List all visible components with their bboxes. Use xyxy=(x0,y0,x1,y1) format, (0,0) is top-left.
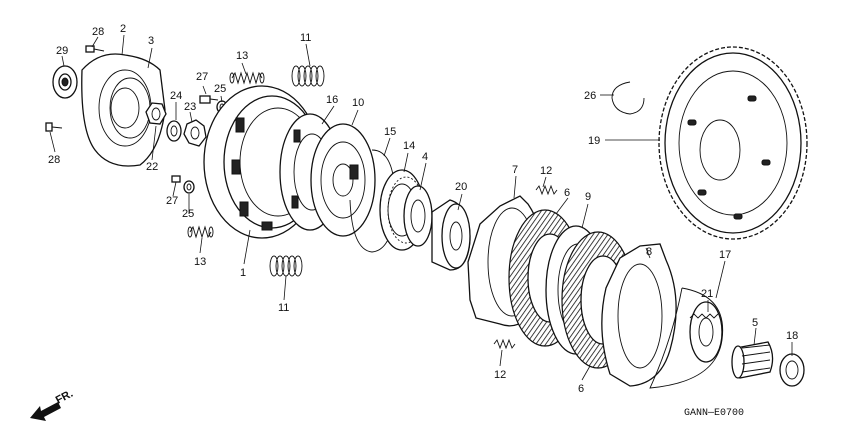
callout-14: 14 xyxy=(403,140,415,152)
callout-28-lower: 28 xyxy=(48,154,60,166)
part-2-3-clutch-cover xyxy=(81,53,166,167)
part-23-lock-washer xyxy=(183,119,207,147)
front-arrow-icon xyxy=(30,402,61,421)
part-12-spring-upper xyxy=(535,184,558,196)
callout-7: 7 xyxy=(512,164,518,176)
part-19-driven-gear xyxy=(658,46,808,240)
callout-8: 8 xyxy=(646,246,652,258)
part-13-spring-upper xyxy=(229,71,265,85)
part-18-thrust-washer xyxy=(779,353,805,387)
part-27-bolt-lower xyxy=(171,175,181,183)
callout-labels: 1 2 3 4 5 6 6 7 8 9 10 11 11 12 12 13 13… xyxy=(48,23,798,395)
callout-25-upper: 25 xyxy=(214,83,226,95)
callout-21: 21 xyxy=(701,288,713,300)
callout-5: 5 xyxy=(752,317,758,329)
diagram-code: GANN—E0700 xyxy=(684,408,744,419)
callout-25-lower: 25 xyxy=(182,208,194,220)
part-20-clutch-hub xyxy=(431,199,471,271)
part-11-spring-lower xyxy=(269,255,303,277)
callout-24: 24 xyxy=(170,90,182,102)
callout-4: 4 xyxy=(422,151,428,163)
part-28-bolt-lower xyxy=(45,122,63,132)
part-21-drive-gear xyxy=(689,301,723,363)
part-13-spring-lower xyxy=(187,225,214,239)
callout-15: 15 xyxy=(384,126,396,138)
callout-6-front: 6 xyxy=(564,187,570,199)
direction-label: FR. xyxy=(54,388,75,407)
callout-12-lower: 12 xyxy=(494,369,506,381)
callout-12-upper: 12 xyxy=(540,165,552,177)
part-4-outer-race xyxy=(403,185,433,247)
callout-26: 26 xyxy=(584,90,596,102)
part-27-bolt-upper xyxy=(199,95,219,104)
callout-20: 20 xyxy=(455,181,467,193)
callout-23: 23 xyxy=(184,101,196,113)
callout-9: 9 xyxy=(585,191,591,203)
callout-13-upper: 13 xyxy=(236,50,248,62)
part-8-clutch-plate xyxy=(601,243,677,387)
callout-28-upper: 28 xyxy=(92,26,104,38)
callout-1: 1 xyxy=(240,267,246,279)
callout-27-lower: 27 xyxy=(166,195,178,207)
callout-6-rear: 6 xyxy=(578,383,584,395)
callout-2: 2 xyxy=(120,23,126,35)
callout-10: 10 xyxy=(352,97,364,109)
part-26-circlip xyxy=(611,81,645,115)
callout-29: 29 xyxy=(56,45,68,57)
part-28-bolt-upper xyxy=(85,45,105,53)
callout-13-lower: 13 xyxy=(194,256,206,268)
callout-16: 16 xyxy=(326,94,338,106)
callout-11-lower: 11 xyxy=(278,302,289,314)
callout-11-upper: 11 xyxy=(300,32,311,44)
part-17-snap-ring xyxy=(649,287,724,389)
leader-lines xyxy=(49,34,793,381)
part-29-bearing xyxy=(52,65,78,99)
part-25-washer-lower xyxy=(183,180,195,194)
part-24-washer xyxy=(166,120,182,142)
part-10-drive-plate xyxy=(310,123,376,237)
part-22-nut xyxy=(145,102,167,125)
callout-3: 3 xyxy=(148,35,154,47)
part-12-spring-lower xyxy=(493,338,516,350)
callout-19: 19 xyxy=(588,135,600,147)
part-11-spring-upper xyxy=(291,65,325,87)
part-5-needle-bearing xyxy=(731,341,774,379)
callout-27-upper: 27 xyxy=(196,71,208,83)
callout-17: 17 xyxy=(719,249,731,261)
front-direction-indicator: FR. xyxy=(30,388,75,421)
callout-22: 22 xyxy=(146,161,158,173)
callout-18: 18 xyxy=(786,330,798,342)
